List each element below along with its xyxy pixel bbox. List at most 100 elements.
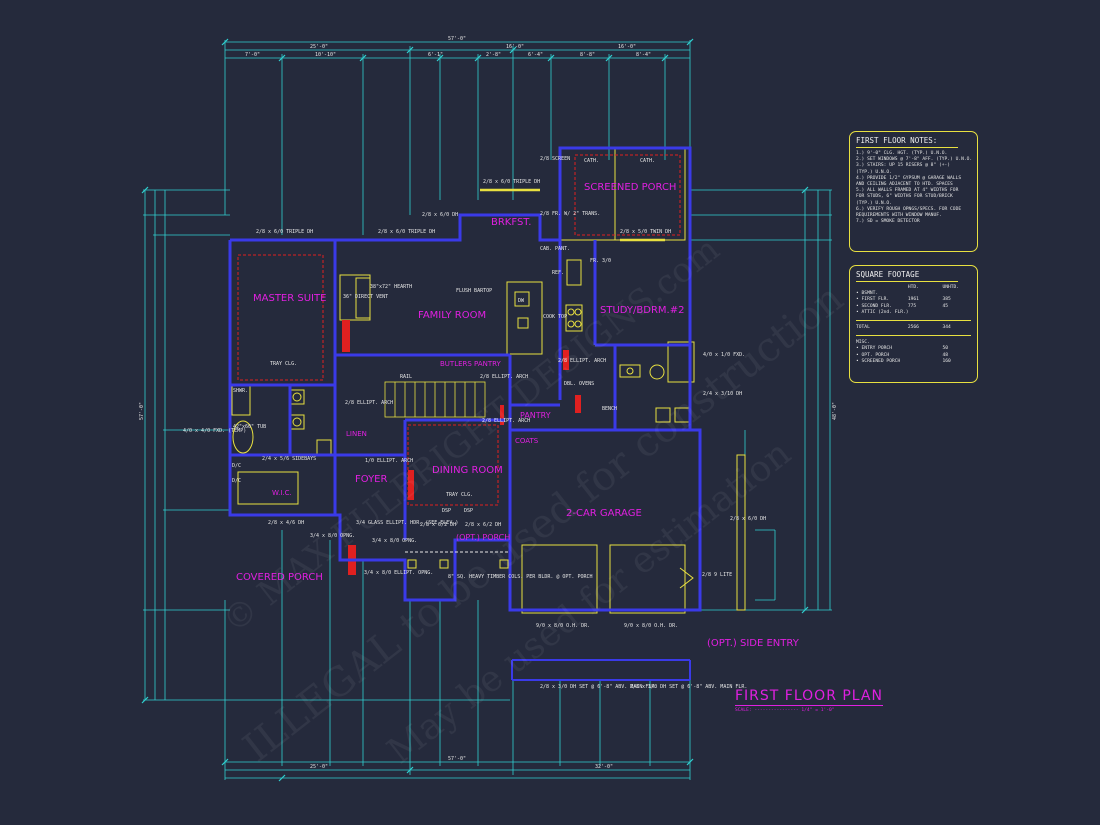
- dim-top-c: 16'-0": [618, 44, 636, 50]
- square-footage-title: SQUARE FOOTAGE: [856, 270, 958, 282]
- first-floor-notes-title: FIRST FLOOR NOTES:: [856, 136, 958, 148]
- dim-top-d7: 8'-4": [636, 52, 651, 58]
- note-top-window-3: 2/8 x 6/0 TRIPLE DH: [483, 179, 540, 185]
- note-ellipt-2: 2/8 ELLIPT. ARCH: [480, 374, 528, 380]
- dim-bot-b: 32'-0": [595, 764, 613, 770]
- note-gar-side-dh: 2/8 x 6/0 DH: [730, 516, 766, 522]
- note-gar-lite: 2/8 9 LITE: [702, 572, 732, 578]
- room-opt-porch: (OPT.) PORCH: [456, 533, 510, 542]
- note-opng-2: 3/4 x 8/0 OPNG.: [372, 538, 417, 544]
- note-bottom-dh-2: 2/8 x 3/0 DH SET @ 6'-8" ABV. MAIN FLR.: [630, 684, 747, 690]
- note-timber-cols: 8" SQ. HEAVY TIMBER COLS. PER BLDR. @ OP…: [448, 574, 593, 580]
- note-dsp2: DSP: [464, 508, 473, 514]
- square-footage-name: TOTAL: [856, 325, 870, 331]
- note-dbl-ovens: DBL. OVENS: [564, 381, 594, 387]
- square-footage-htd: [908, 359, 943, 365]
- note-sidebays: 2/4 x 5/6 SIDEBAYS: [262, 456, 316, 462]
- note-ellipt-1: 2/8 ELLIPT. ARCH: [345, 400, 393, 406]
- note-direct-vent: 36" DIRECT VENT: [343, 294, 388, 300]
- walls: [228, 146, 702, 612]
- room-pantry: PANTRY: [520, 411, 551, 420]
- dim-bot-overall: 57'-0": [448, 756, 466, 762]
- note-cab-pant: CAB. PANT.: [540, 246, 570, 252]
- first-floor-note-line: (TYP.) U.N.O.: [856, 200, 892, 206]
- first-floor-note-line: 3.) STAIRS: UP 15 RISERS @ 8" (+-): [856, 163, 951, 169]
- first-floor-note-line: AND CEILING ADJACENT TO HTD. SPACES: [856, 182, 953, 188]
- dim-bot-a: 25'-0": [310, 764, 328, 770]
- note-cooktop: COOK TOP: [543, 314, 567, 320]
- square-footage-unhtd: 160: [942, 358, 951, 364]
- room-dining-room: DINING ROOM: [432, 465, 503, 476]
- square-footage-name: MISC.: [856, 340, 870, 346]
- note-dining-dh-2: 2/8 x 6/2 DH: [465, 522, 501, 528]
- room-linen: LINEN: [346, 430, 367, 438]
- note-dh-2x3: 2/4 x 3/10 DH: [703, 391, 742, 397]
- square-footage-name: • SECOND FLR.: [856, 303, 892, 309]
- first-floor-note-line: 4.) PROVIDE 1/2" GYPSUM @ GARAGE WALLS: [856, 175, 962, 181]
- room-family-room: FAMILY ROOM: [418, 310, 486, 321]
- first-floor-note-line: FOR STUDS, 6" WIDTHS FOR STUD/BRICK: [856, 194, 953, 200]
- note-window-bottom-left: 2/8 x 4/6 DH: [268, 520, 304, 526]
- room-screened-porch: SCREENED PORCH: [584, 182, 676, 193]
- note-opng-1: 3/4 x 8/0 OPNG.: [310, 533, 355, 539]
- dim-right-overall: 48'-0": [832, 402, 838, 420]
- dim-top-d2: 10'-10": [315, 52, 336, 58]
- note-ellipt-opng: 3/4 x 8/0 ELLIPT. OPNG.: [364, 570, 433, 576]
- square-footage-row: • ATTIC (2nd. FLR.): [856, 310, 977, 316]
- note-tray-clg-1: TRAY CLG.: [270, 361, 297, 367]
- note-fxd-2: 4/0 x 4/0 FXD. (TEMP): [183, 428, 246, 434]
- plan-title: FIRST FLOOR PLAN: [735, 688, 883, 706]
- porch-columns: [405, 551, 510, 569]
- dim-top-overall: 57'-0": [448, 36, 466, 42]
- first-floor-notes-box: FIRST FLOOR NOTES: 1.) 9'-0" CLG. HGT. (…: [849, 131, 978, 252]
- note-gar-dr-1: 9/0 x 8/0 O.H. DR.: [536, 623, 590, 629]
- note-glass-door: 3/4 GLASS ELLIPT. HDR. (SEE ELEV.): [356, 520, 458, 526]
- square-footage-box: SQUARE FOOTAGE HTD. UNHTD. • BSMNT.• FIR…: [849, 265, 978, 383]
- square-footage-header: HTD. UNHTD.: [856, 285, 977, 291]
- square-footage-htd: [909, 310, 943, 316]
- room-labels: MASTER SUITE FAMILY ROOM BRKFST. SCREENE…: [236, 182, 800, 649]
- note-ref: REF.: [552, 270, 564, 276]
- note-fr-trans: 2/8 FR. W/ 2" TRANS.: [540, 211, 600, 217]
- note-hearth: 38"x72" HEARTH: [370, 284, 412, 290]
- col-htd: HTD.: [907, 285, 919, 290]
- first-floor-note-line: (TYP.) U.N.O.: [856, 169, 892, 175]
- square-footage-unhtd: 344: [942, 325, 951, 331]
- first-floor-note-line: 2.) SET WINDOWS @ 7'-8" AFF. (TYP.) U.N.…: [856, 157, 973, 163]
- dim-top-d1: 7'-0": [245, 52, 260, 58]
- square-footage-row: • BSMNT.: [856, 291, 977, 297]
- room-garage: 2-CAR GARAGE: [566, 508, 642, 519]
- room-coats: COATS: [515, 437, 539, 445]
- plan-scale: SCALE: ---------------- 1/4" = 1'-0": [735, 708, 835, 713]
- plan-notes: 2/8 x 6/0 TRIPLE DH 2/8 x 6/0 TRIPLE DH …: [183, 156, 766, 690]
- note-dw: DW: [518, 298, 525, 304]
- square-footage-unhtd: 48: [942, 352, 948, 358]
- square-footage-unhtd: 45: [942, 303, 948, 309]
- room-butlers-pantry: BUTLERS PANTRY: [440, 360, 502, 368]
- square-footage-unhtd: 50: [942, 346, 948, 352]
- first-floor-note-line: 5.) ALL WALLS FRAMED AT 4" WIDTHS FOR: [856, 188, 959, 194]
- note-top-window-2: 2/8 x 6/0 TRIPLE DH: [378, 229, 435, 235]
- note-shwr: SHWR.: [233, 388, 248, 394]
- note-bottom-dh-1: 2/8 x 3/0 DH SET @ 6'-8" ABV. MAIN FLR.: [540, 684, 657, 690]
- dim-top-d5: 6'-4": [528, 52, 543, 58]
- dim-left-overall: 57'-0": [139, 402, 145, 420]
- note-tray-clg-2: TRAY CLG.: [446, 492, 473, 498]
- note-cath-1: CATH.: [584, 158, 599, 164]
- col-unhtd: UNHTD.: [942, 285, 960, 290]
- room-brkfst: BRKFST.: [491, 217, 531, 228]
- square-footage-htd: 1961: [907, 297, 919, 303]
- note-ellipt-3: 2/8 ELLIPT. ARCH: [558, 358, 606, 364]
- dim-top-d6: 8'-8": [580, 52, 595, 58]
- room-master-suite: MASTER SUITE: [253, 293, 326, 304]
- note-gar-dr-2: 9/0 x 8/0 O.H. DR.: [624, 623, 678, 629]
- square-footage-unhtd: [943, 310, 977, 316]
- note-screen: 2/8 SCREEN: [540, 156, 570, 162]
